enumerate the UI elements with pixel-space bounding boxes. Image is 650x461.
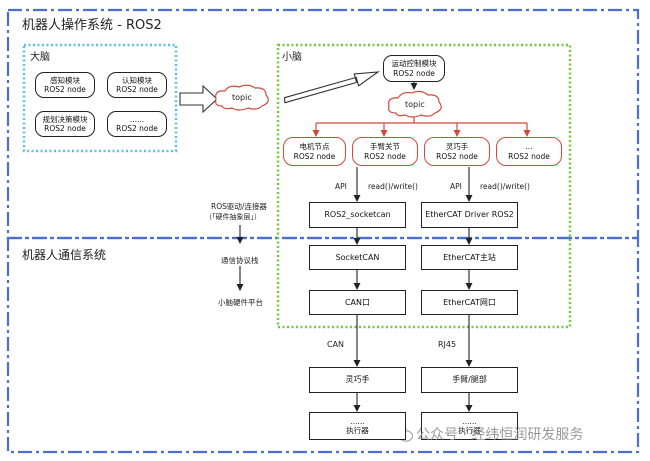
topic-cloud-left [215, 84, 269, 111]
big-brain-border [22, 43, 178, 153]
left-api-label: API [335, 182, 347, 191]
right-api-label: API [450, 182, 462, 191]
topic-right-label: topic [405, 100, 425, 109]
comm-region-title: 机器人通信系统 [22, 248, 107, 262]
actuator-label: 执行器 [346, 426, 369, 435]
node-subtitle: ROS2 node [393, 68, 435, 78]
ethercat-master-box: EtherCAT主站 [421, 245, 518, 270]
node-subtitle: ROS2 node [508, 151, 550, 161]
node-title: 运动控制模块 [391, 59, 437, 69]
node-title: 电机节点 [299, 142, 330, 152]
hardware-layer-label: 小脑硬件平台 [218, 298, 263, 307]
node-subtitle: ROS2 node [364, 151, 406, 161]
node-title: 规划决策模块 [42, 114, 88, 124]
node-title: 感知模块 [50, 75, 80, 85]
more-node: ......ROS2 node [107, 111, 167, 137]
actuator-dots: ...... [350, 416, 365, 426]
arm-leg-device: 手臂/腿部 [421, 367, 518, 393]
dexterous-hand-device: 灵巧手 [309, 367, 406, 393]
node-subtitle: ROS2 node [116, 124, 158, 133]
os-region-title: 机器人操作系统 - ROS2 [22, 18, 162, 33]
node-subtitle: ROS2 node [44, 124, 86, 133]
ethercat-port-box: EtherCAT网口 [421, 290, 518, 315]
more-red-node: ...ROS2 node [496, 137, 562, 166]
node-subtitle: ROS2 node [44, 85, 86, 94]
ros2-socketcan-box: ROS2_socketcan [309, 202, 406, 228]
box-label: 灵巧手 [345, 375, 370, 384]
box-label: EtherCAT主站 [443, 252, 496, 262]
box-label: EtherCAT Driver ROS2 [425, 210, 514, 219]
node-title: 认知模块 [122, 75, 152, 85]
box-label: CAN口 [344, 297, 371, 307]
big-brain-label: 大脑 [30, 52, 50, 63]
right-rw-label: read()/write() [480, 182, 530, 191]
topic-cloud-right [388, 90, 442, 118]
topic-left-label: topic [232, 93, 252, 102]
node-title: ...... [129, 114, 145, 124]
hollow-arrow-to-motion [283, 71, 380, 104]
hollow-arrow-to-topic [179, 84, 218, 114]
watermark-text: 公众号 · 经纬恒润研发服务 [416, 427, 584, 443]
node-subtitle: ROS2 node [116, 85, 158, 94]
left-actuator-box: ......执行器 [309, 412, 406, 440]
actuator-label: 执行器 [458, 426, 481, 435]
driver-layer-label: ROS驱动/连接器 [211, 202, 267, 211]
node-title: ... [525, 142, 533, 152]
box-label: EtherCAT网口 [443, 297, 496, 307]
actuator-dots: ...... [462, 416, 477, 426]
left-rw-label: read()/write() [368, 182, 418, 191]
box-label: ROS2_socketcan [324, 210, 391, 219]
node-title: 灵巧手 [445, 142, 469, 152]
node-title: 手臂关节 [370, 142, 400, 152]
node-subtitle: ROS2 node [436, 151, 478, 161]
os-region-border [6, 8, 640, 240]
comm-region-border [6, 236, 640, 454]
box-label: SocketCAN [335, 252, 380, 262]
ethercat-driver-box: EtherCAT Driver ROS2 [421, 202, 518, 228]
right-actuator-box: ......执行器 [421, 412, 518, 440]
small-brain-border [276, 43, 572, 329]
node-subtitle: ROS2 node [293, 151, 336, 161]
box-label: 手臂/腿部 [452, 375, 487, 384]
can-bus-label: CAN [327, 340, 345, 349]
rj45-bus-label: RJ45 [438, 340, 457, 349]
socketcan-box: SocketCAN [309, 245, 406, 270]
driver-layer-sublabel: （「硬件抽象层」） [205, 213, 261, 221]
small-brain-label: 小脑 [282, 52, 302, 63]
can-port-box: CAN口 [309, 290, 406, 315]
protocol-layer-label: 通信协议栈 [221, 256, 259, 265]
